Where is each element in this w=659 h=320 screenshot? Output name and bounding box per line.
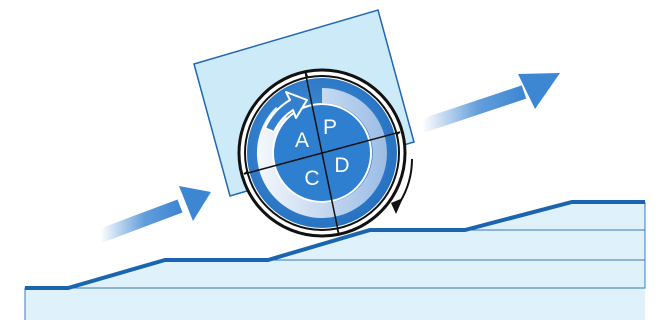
quadrant-label-act: A bbox=[295, 129, 309, 152]
quadrant-label-do: D bbox=[334, 154, 349, 177]
arrow-right bbox=[422, 73, 560, 126]
quadrant-label-plan: P bbox=[323, 116, 337, 139]
arrow-left bbox=[100, 186, 211, 236]
quadrant-label-check: C bbox=[304, 167, 319, 190]
pdca-wheel: P A C D bbox=[239, 70, 405, 236]
